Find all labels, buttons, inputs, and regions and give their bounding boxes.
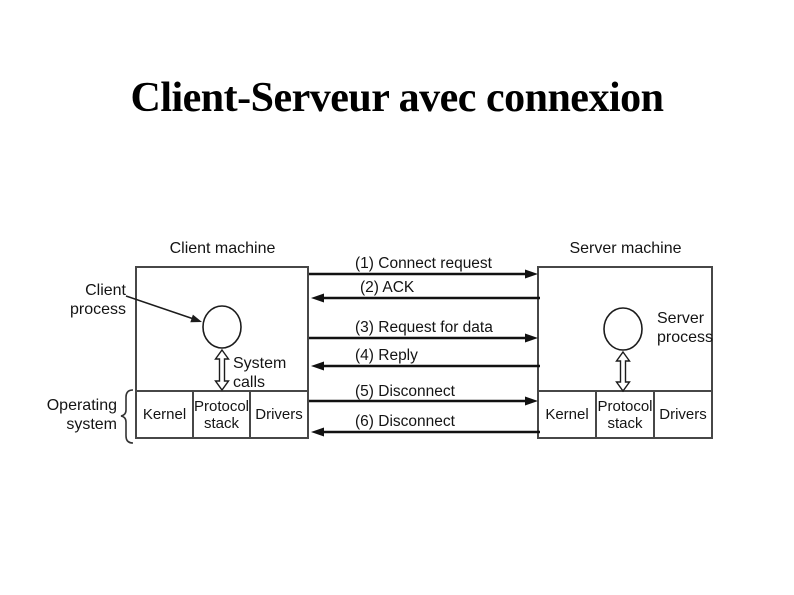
- server-process-label: Server process: [657, 310, 714, 346]
- arrow-disconnect-server: [311, 427, 540, 437]
- arrow-request-for-data: [309, 333, 538, 343]
- message-label-1: (1) Connect request: [355, 255, 492, 272]
- message-label-6: (6) Disconnect: [355, 413, 455, 430]
- operating-system-label: Operating system: [46, 397, 117, 433]
- message-label-2: (2) ACK: [360, 279, 415, 296]
- arrow-reply: [311, 361, 540, 371]
- client-machine-label: Client machine: [169, 240, 276, 257]
- server-kernel-cell: Kernel: [545, 406, 589, 423]
- message-arrows: [309, 269, 540, 437]
- message-label-5: (5) Disconnect: [355, 383, 455, 400]
- system-calls-label: System calls: [233, 355, 287, 391]
- arrow-connect-request: [309, 269, 538, 279]
- operating-system-brace: [120, 389, 134, 444]
- page-title: Client-Serveur avec connexion: [130, 75, 664, 121]
- server-drivers-cell: Drivers: [659, 406, 707, 423]
- server-process-circle: [603, 307, 643, 351]
- server-machine-label: Server machine: [569, 240, 682, 257]
- client-kernel-cell: Kernel: [142, 406, 187, 423]
- arrow-disconnect-client: [309, 396, 538, 406]
- server-machine-box: [537, 266, 713, 439]
- client-process-circle: [202, 305, 242, 349]
- client-protocol-stack-cell: Protocol stack: [193, 397, 250, 432]
- server-system-calls-arrow: [615, 350, 631, 393]
- message-label-4: (4) Reply: [355, 347, 418, 364]
- server-protocol-stack-cell: Protocol stack: [597, 397, 653, 432]
- client-system-calls-arrow: [214, 348, 230, 392]
- message-label-3: (3) Request for data: [355, 319, 493, 336]
- arrow-ack: [311, 293, 540, 303]
- client-process-label: Client process: [69, 282, 126, 318]
- client-process-pointer-arrow: [125, 295, 202, 323]
- client-drivers-cell: Drivers: [255, 406, 303, 423]
